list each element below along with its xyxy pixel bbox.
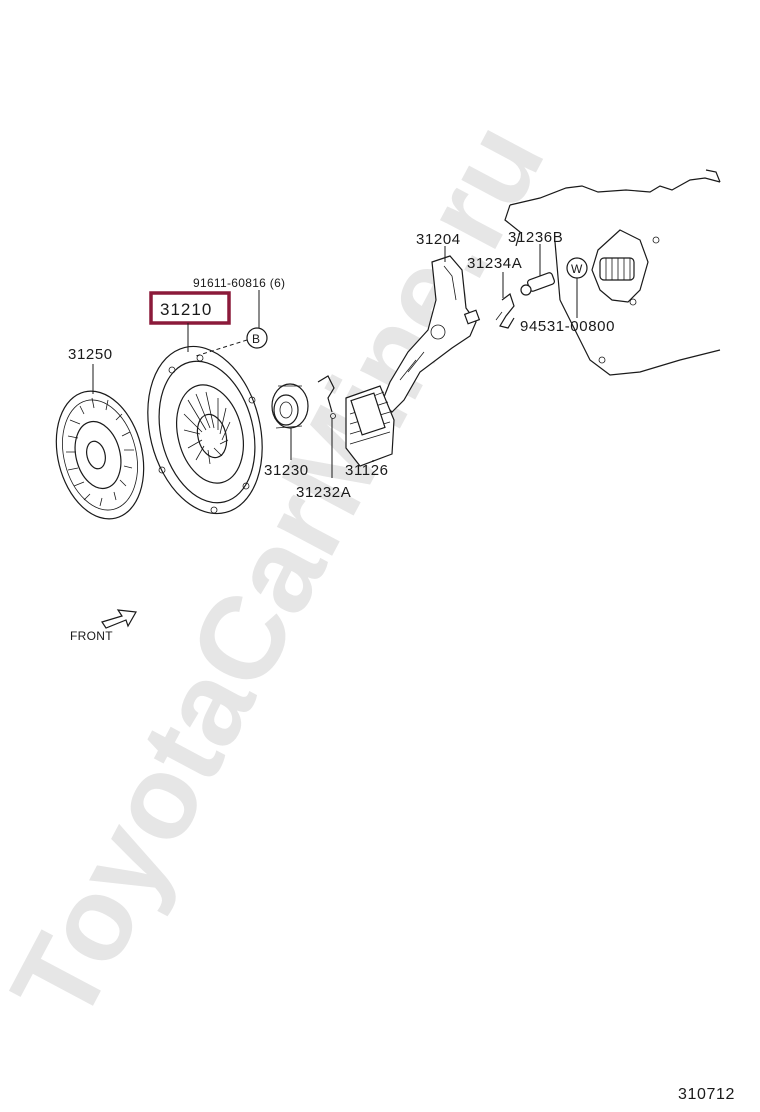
label-31210: 31210 xyxy=(160,300,212,319)
label-31232a: 31232A xyxy=(296,484,351,501)
pivot-stud xyxy=(520,272,556,296)
fork-support-spring xyxy=(495,293,515,329)
label-31250: 31250 xyxy=(68,346,113,363)
front-label: FRONT xyxy=(70,629,113,643)
clutch-disc xyxy=(55,390,145,520)
label-91611-60816: 91611-60816 (6) xyxy=(193,276,285,290)
label-31126: 31126 xyxy=(345,462,389,479)
release-boot xyxy=(345,385,395,467)
label-31230: 31230 xyxy=(264,462,309,479)
watermark: ToyotaCarMine.ru xyxy=(0,102,570,1042)
washer-ref-label: W xyxy=(571,262,583,276)
label-31234a: 31234A xyxy=(467,255,522,272)
clutch-cover xyxy=(147,345,263,515)
bolt-ref-label: B xyxy=(252,332,260,346)
label-31204: 31204 xyxy=(416,231,461,248)
release-fork xyxy=(381,255,481,413)
bolt-ref-callout: B xyxy=(195,290,268,357)
transmission-housing xyxy=(504,169,721,376)
diagram-code: 310712 xyxy=(678,1086,735,1103)
washer-callout: W xyxy=(566,257,588,318)
clip xyxy=(317,375,336,419)
label-94531-00800: 94531-00800 xyxy=(520,318,615,335)
release-bearing xyxy=(271,383,309,429)
highlight-box xyxy=(149,291,231,325)
front-arrow: FRONT xyxy=(70,609,137,643)
label-31236b: 31236B xyxy=(508,229,563,246)
